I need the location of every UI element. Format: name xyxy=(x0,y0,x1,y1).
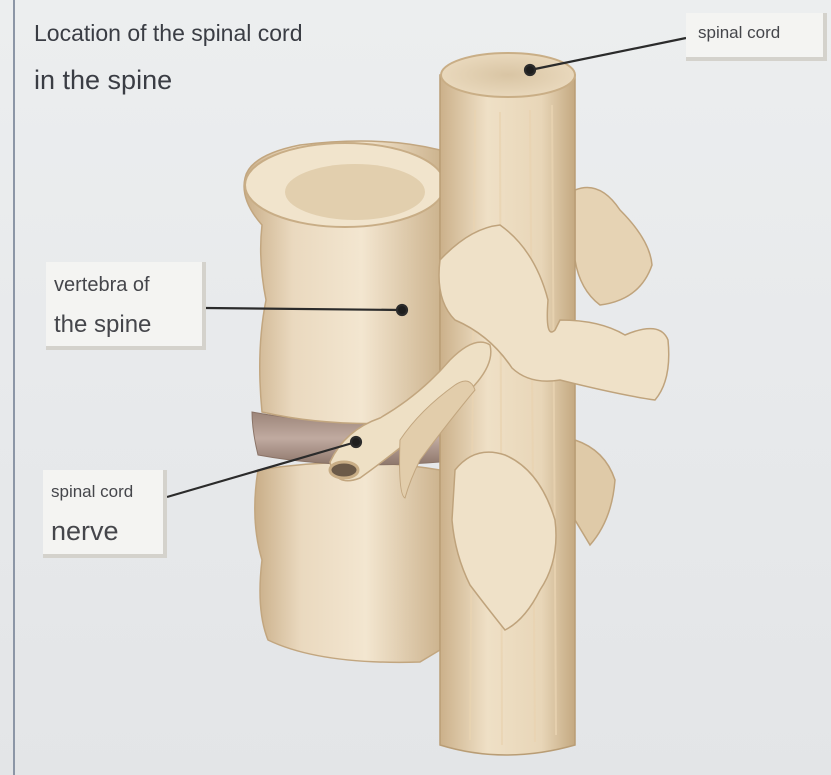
lower-vertebral-body xyxy=(255,463,440,663)
transverse-process-lower xyxy=(575,440,615,545)
transverse-process-upper xyxy=(575,188,652,306)
label-vertebra-line-1: vertebra of xyxy=(54,270,202,300)
label-spinal-nerve: spinal cord nerve xyxy=(43,470,167,558)
label-vertebra-line-2: the spine xyxy=(54,308,202,342)
label-nerve-line-2: nerve xyxy=(51,514,163,548)
label-spinal-cord-text: spinal cord xyxy=(698,23,780,42)
pointer-dot-vertebra xyxy=(397,305,407,315)
leader-line-spinal-cord xyxy=(530,38,686,70)
upper-vertebral-body xyxy=(244,141,445,424)
label-spinal-cord: spinal cord xyxy=(686,13,827,61)
label-vertebra: vertebra of the spine xyxy=(46,262,206,350)
pointer-dot-nerve xyxy=(351,437,361,447)
pointer-dot-spinal-cord xyxy=(525,65,535,75)
spinal-cord-cross-section xyxy=(441,53,575,97)
label-nerve-line-1: spinal cord xyxy=(51,480,163,504)
